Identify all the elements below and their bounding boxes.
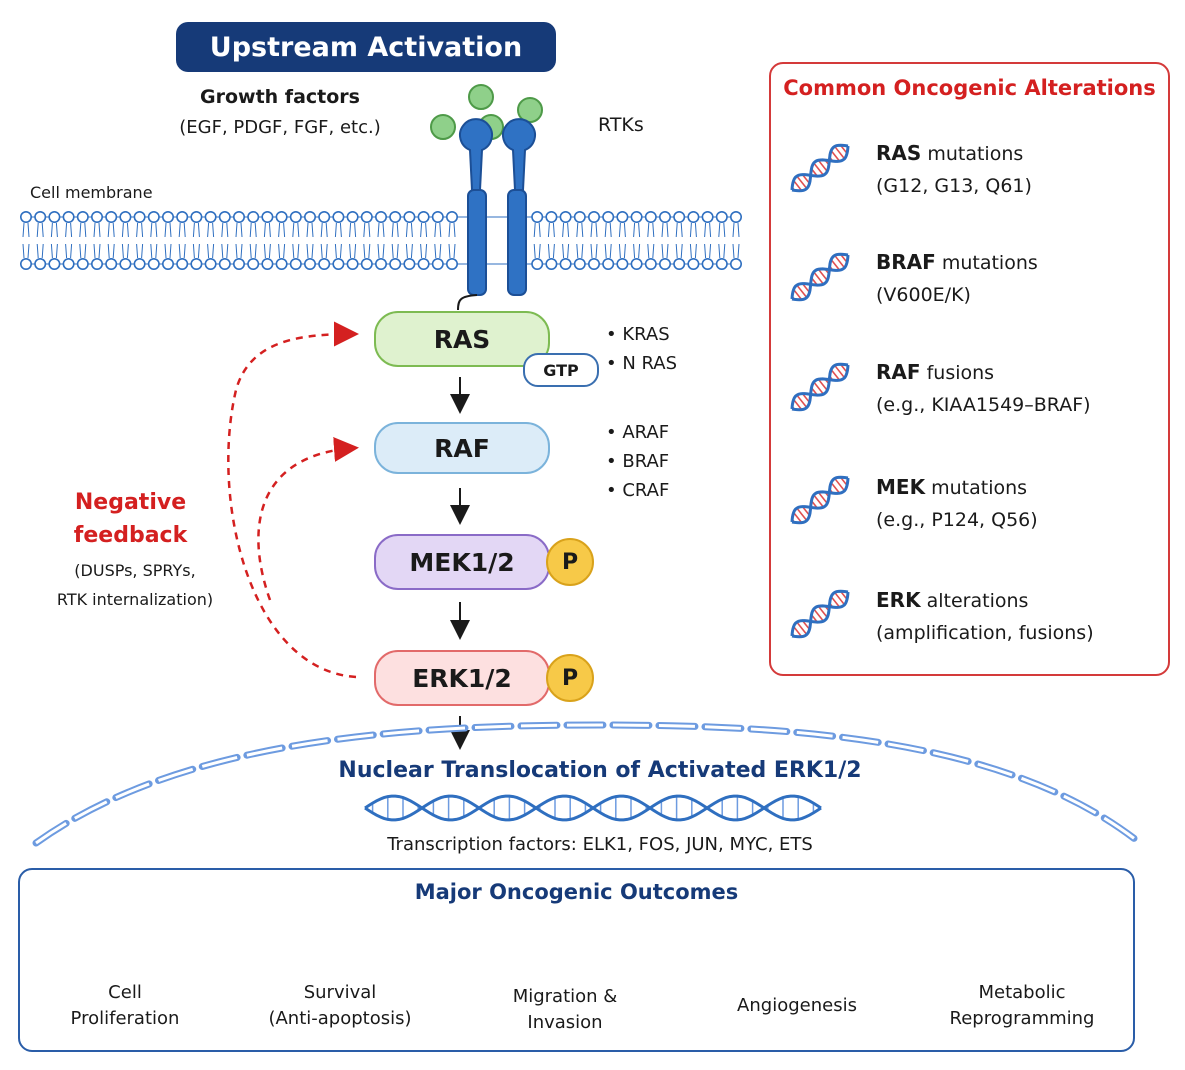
negative-feedback-detail-line: (DUSPs, SPRYs, bbox=[74, 561, 196, 580]
raf-node: RAF bbox=[374, 422, 550, 474]
ras-node: RAS bbox=[374, 311, 550, 367]
ras-isoform-item: • KRAS bbox=[606, 324, 670, 345]
alterations-title: Common Oncogenic Alterations bbox=[783, 76, 1156, 100]
alteration-gene: ERK bbox=[876, 588, 921, 612]
gtp-badge: GTP bbox=[523, 353, 599, 387]
dna-icon bbox=[790, 475, 850, 525]
negative-feedback-title-line: feedback bbox=[73, 523, 188, 548]
raf-label: RAF bbox=[434, 433, 490, 463]
nuclear-envelope bbox=[32, 721, 1144, 847]
nuclear-translocation-title: Nuclear Translocation of Activated ERK1/… bbox=[338, 758, 862, 783]
transcription-factors-text: Transcription factors: ELK1, FOS, JUN, M… bbox=[387, 834, 813, 855]
alteration-detail: (G12, G13, Q61) bbox=[876, 175, 1032, 197]
outcomes-title: Major Oncogenic Outcomes bbox=[414, 880, 739, 904]
alteration-type: alterations bbox=[926, 590, 1029, 612]
outcome-label-line: Migration & bbox=[512, 986, 618, 1007]
alteration-detail: (V600E/K) bbox=[876, 284, 971, 306]
outcome-label-line: Invasion bbox=[527, 1012, 603, 1033]
alteration-detail: (amplification, fusions) bbox=[876, 622, 1094, 644]
page-title: Upstream Activation bbox=[176, 22, 556, 72]
alteration-item: ERK alterations (amplification, fusions) bbox=[876, 584, 1094, 649]
ras-isoform-item: • N RAS bbox=[606, 353, 678, 374]
outcome-label: Angiogenesis bbox=[697, 993, 897, 1019]
rtk-label: RTKs bbox=[598, 114, 644, 136]
erk-label: ERK1/2 bbox=[412, 663, 512, 693]
raf-isoform-item: • ARAF bbox=[606, 422, 670, 443]
outcome-label: Survival (Anti-apoptosis) bbox=[240, 980, 440, 1032]
rtk-receptor-icon bbox=[459, 118, 536, 296]
outcomes-panel bbox=[18, 868, 1135, 1052]
negative-feedback-detail-line: RTK internalization) bbox=[56, 590, 214, 609]
raf-isoform-list: • ARAF • BRAF • CRAF bbox=[606, 418, 669, 505]
erk-phospho-badge: P bbox=[546, 654, 594, 702]
negative-feedback-arrows bbox=[227, 321, 359, 679]
outcome-label-line: Survival bbox=[303, 982, 377, 1003]
alteration-type: mutations bbox=[941, 252, 1038, 274]
growth-factors-examples: (EGF, PDGF, FGF, etc.) bbox=[179, 117, 381, 138]
outcome-label-line: Angiogenesis bbox=[737, 995, 857, 1016]
negative-feedback-title-line: Negative bbox=[74, 490, 187, 515]
alteration-type: mutations bbox=[927, 143, 1024, 165]
alteration-gene: MEK bbox=[876, 475, 926, 499]
dna-icon bbox=[790, 252, 850, 302]
dna-icon bbox=[790, 589, 850, 639]
outcome-label-line: Proliferation bbox=[70, 1008, 180, 1029]
alteration-item: BRAF mutations (V600E/K) bbox=[876, 246, 1038, 311]
outcome-label-line: (Anti-apoptosis) bbox=[268, 1008, 412, 1029]
alteration-gene: RAF bbox=[876, 360, 921, 384]
outcome-label: Migration & Invasion bbox=[465, 984, 665, 1036]
raf-isoform-item: • CRAF bbox=[606, 480, 670, 501]
dna-icon bbox=[790, 362, 850, 412]
outcome-label-line: Metabolic bbox=[978, 982, 1066, 1003]
growth-factors-title: Growth factors bbox=[200, 86, 360, 108]
alteration-item: MEK mutations (e.g., P124, Q56) bbox=[876, 471, 1038, 536]
mek-phospho-badge: P bbox=[546, 538, 594, 586]
outcome-label-line: Cell bbox=[108, 982, 142, 1003]
cell-membrane bbox=[19, 211, 742, 270]
raf-isoform-item: • BRAF bbox=[606, 451, 670, 472]
outcome-label: Metabolic Reprogramming bbox=[922, 980, 1122, 1032]
cell-membrane-label: Cell membrane bbox=[30, 183, 153, 202]
outcome-label-line: Reprogramming bbox=[949, 1008, 1095, 1029]
erk-node: ERK1/2 bbox=[374, 650, 550, 706]
outcome-label: Cell Proliferation bbox=[25, 980, 225, 1032]
dna-helix-icon bbox=[364, 794, 822, 822]
alteration-type: fusions bbox=[926, 362, 995, 384]
ras-isoform-list: • KRAS • N RAS bbox=[606, 320, 677, 378]
negative-feedback-detail: (DUSPs, SPRYs, RTK internalization) bbox=[40, 556, 230, 614]
mek-label: MEK1/2 bbox=[409, 547, 515, 577]
alteration-detail: (e.g., KIAA1549–BRAF) bbox=[876, 394, 1091, 416]
mek-node: MEK1/2 bbox=[374, 534, 550, 590]
alteration-item: RAS mutations (G12, G13, Q61) bbox=[876, 137, 1032, 202]
alteration-item: RAF fusions (e.g., KIAA1549–BRAF) bbox=[876, 356, 1091, 421]
alteration-gene: RAS bbox=[876, 141, 922, 165]
dna-icon bbox=[790, 143, 850, 193]
negative-feedback-title: Negative feedback bbox=[48, 486, 213, 552]
alterations-panel bbox=[769, 62, 1170, 676]
alteration-detail: (e.g., P124, Q56) bbox=[876, 509, 1038, 531]
alteration-gene: BRAF bbox=[876, 250, 936, 274]
alteration-type: mutations bbox=[931, 477, 1028, 499]
ras-label: RAS bbox=[433, 324, 491, 354]
